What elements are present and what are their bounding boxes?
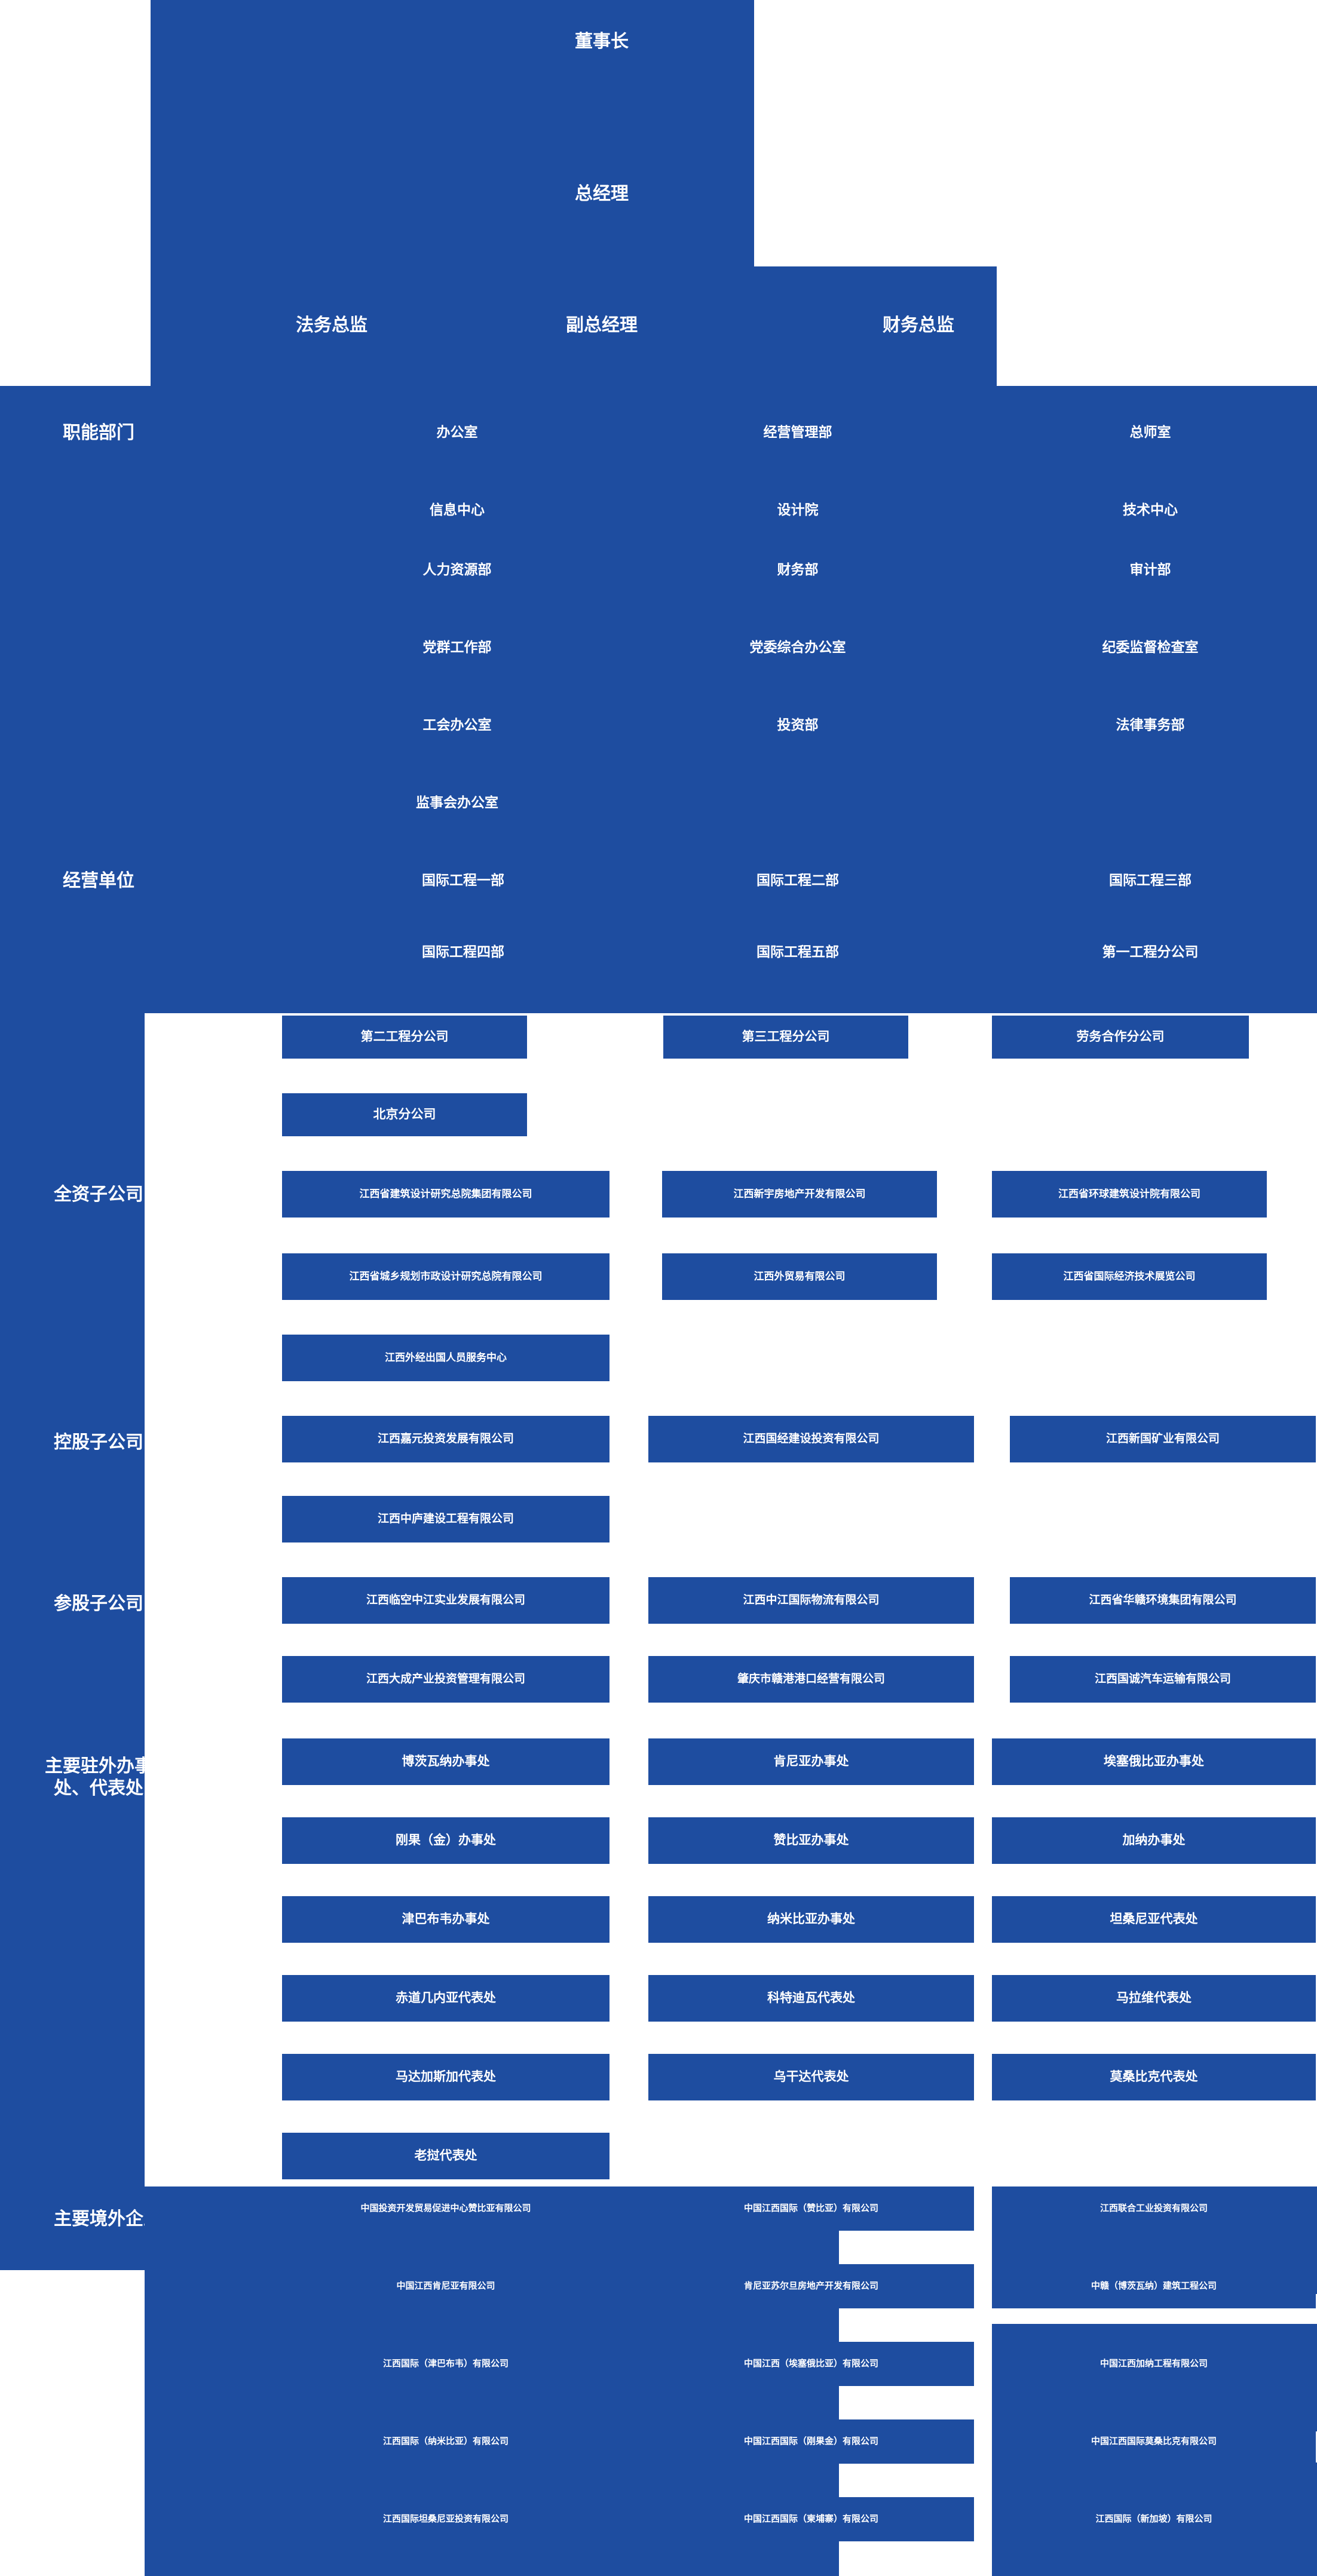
section-label-functional-departments: 职能部门 [63,423,134,443]
overseas-singapore-ltd[interactable]: 江西国际（新加坡）有限公司 [992,2497,1316,2541]
overseas-kenya-ltd[interactable]: 中国江西肯尼亚有限公司 [282,2264,610,2308]
unit-third-eng-branch[interactable]: 第三工程分公司 [663,1016,908,1059]
overseas-namibia-ltd[interactable]: 江西国际（纳米比亚）有限公司 [282,2419,610,2464]
dept-union-office[interactable]: 工会办公室 [422,716,492,732]
overseas-ethiopia-ltd[interactable]: 中国江西（埃塞俄比亚）有限公司 [648,2342,974,2386]
holding-zhonglu-construction[interactable]: 江西中庐建设工程有限公司 [282,1496,610,1542]
exec-deputy-general-manager[interactable]: 副总经理 [566,315,638,336]
office-madagascar[interactable]: 马达加斯加代表处 [282,2054,610,2100]
wholly-owned-global-architecture[interactable]: 江西省环球建筑设计院有限公司 [992,1171,1267,1218]
wholly-owned-urban-planning-institute[interactable]: 江西省城乡规划市政设计研究总院有限公司 [282,1253,610,1300]
overseas-tanzania-investment[interactable]: 江西国际坦桑尼亚投资有限公司 [282,2497,610,2541]
bg-left-rail [0,1013,145,2268]
overseas-cambodia-ltd[interactable]: 中国江西国际（柬埔寨）有限公司 [648,2497,974,2541]
overseas-congo-kinshasa-ltd[interactable]: 中国江西国际（刚果金）有限公司 [648,2419,974,2464]
section-label-overseas-offices: 主要驻外办事处、代表处 [45,1756,152,1799]
dept-hr[interactable]: 人力资源部 [422,561,492,577]
equity-zhongjiang-intl-logistics[interactable]: 江西中江国际物流有限公司 [648,1577,974,1624]
dept-operations-mgmt[interactable]: 经营管理部 [763,424,832,440]
unit-beijing-branch[interactable]: 北京分公司 [282,1093,527,1136]
overseas-zambia-trade-center[interactable]: 中国投资开发贸易促进中心赞比亚有限公司 [282,2186,610,2231]
wholly-owned-xinyu-realestate[interactable]: 江西新宇房地产开发有限公司 [662,1171,937,1218]
holding-jiayuan-investment[interactable]: 江西嘉元投资发展有限公司 [282,1416,610,1462]
office-tanzania[interactable]: 坦桑尼亚代表处 [992,1896,1316,1943]
overseas-mozambique-ltd[interactable]: 中国江西国际莫桑比克有限公司 [992,2419,1316,2464]
office-ghana[interactable]: 加纳办事处 [992,1817,1316,1864]
office-laos[interactable]: 老挝代表处 [282,2133,610,2179]
unit-intl-eng-5[interactable]: 国际工程五部 [756,943,839,959]
exec-chairman[interactable]: 董事长 [575,32,629,52]
office-mozambique[interactable]: 莫桑比克代表处 [992,2054,1316,2100]
equity-zhaoqing-gangang-port[interactable]: 肇庆市赣港港口经营有限公司 [648,1656,974,1703]
wholly-owned-design-institute-group[interactable]: 江西省建筑设计研究总院集团有限公司 [282,1171,610,1218]
dept-party-work[interactable]: 党群工作部 [422,639,492,655]
holding-guojing-construction-investment[interactable]: 江西国经建设投资有限公司 [648,1416,974,1462]
bg-exec-band [151,266,997,386]
office-equatorial-guinea[interactable]: 赤道几内亚代表处 [282,1975,610,2022]
office-kenya[interactable]: 肯尼亚办事处 [648,1738,974,1785]
dept-chief-engineer-office[interactable]: 总师室 [1129,424,1171,440]
dept-office[interactable]: 办公室 [436,424,478,440]
exec-legal-director[interactable]: 法务总监 [296,315,367,336]
unit-second-eng-branch[interactable]: 第二工程分公司 [282,1016,527,1059]
office-uganda[interactable]: 乌干达代表处 [648,2054,974,2100]
section-label-wholly-owned: 全资子公司 [54,1185,143,1205]
dept-design-institute[interactable]: 设计院 [777,501,819,517]
overseas-zhonggan-botswana[interactable]: 中赣（博茨瓦纳）建筑工程公司 [992,2264,1316,2308]
dept-discipline-inspection[interactable]: 纪委监督检查室 [1102,639,1199,655]
office-zimbabwe[interactable]: 津巴布韦办事处 [282,1896,610,1943]
equity-dacheng-industry-investment[interactable]: 江西大成产业投资管理有限公司 [282,1656,610,1703]
wholly-owned-intl-econ-exhibition[interactable]: 江西省国际经济技术展览公司 [992,1253,1267,1300]
dept-investment[interactable]: 投资部 [777,716,819,732]
unit-intl-eng-4[interactable]: 国际工程四部 [422,943,504,959]
office-congo-kinshasa[interactable]: 刚果（金）办事处 [282,1817,610,1864]
overseas-ghana-engineering[interactable]: 中国江西加纳工程有限公司 [992,2342,1316,2386]
bg-top-stem [151,0,754,266]
exec-general-manager[interactable]: 总经理 [575,184,629,204]
overseas-zimbabwe-ltd[interactable]: 江西国际（津巴布韦）有限公司 [282,2342,610,2386]
office-malawi[interactable]: 马拉维代表处 [992,1975,1316,2022]
dept-legal-affairs[interactable]: 法律事务部 [1116,716,1185,732]
dept-supervisory-office[interactable]: 监事会办公室 [416,794,498,810]
section-label-overseas-enterprises: 主要境外企业 [54,2209,161,2230]
section-label-business-units: 经营单位 [63,871,134,891]
unit-labor-coop-branch[interactable]: 劳务合作分公司 [992,1016,1249,1059]
overseas-jx-intl-zambia[interactable]: 中国江西国际（赞比亚）有限公司 [648,2186,974,2231]
office-botswana[interactable]: 博茨瓦纳办事处 [282,1738,610,1785]
dept-party-committee-office[interactable]: 党委综合办公室 [749,639,846,655]
unit-intl-eng-3[interactable]: 国际工程三部 [1109,872,1192,888]
holding-xinguo-mining[interactable]: 江西新国矿业有限公司 [1010,1416,1316,1462]
office-cote-divoire[interactable]: 科特迪瓦代表处 [648,1975,974,2022]
office-ethiopia[interactable]: 埃塞俄比亚办事处 [992,1738,1316,1785]
dept-finance[interactable]: 财务部 [777,561,819,577]
office-zambia[interactable]: 赞比亚办事处 [648,1817,974,1864]
equity-huagan-environment-group[interactable]: 江西省华赣环境集团有限公司 [1010,1577,1316,1624]
office-namibia[interactable]: 纳米比亚办事处 [648,1896,974,1943]
equity-linkong-zhongjiang[interactable]: 江西临空中江实业发展有限公司 [282,1577,610,1624]
dept-info-center[interactable]: 信息中心 [430,501,485,517]
wholly-owned-overseas-personnel-center[interactable]: 江西外经出国人员服务中心 [282,1335,610,1381]
dept-audit[interactable]: 审计部 [1129,561,1171,577]
overseas-united-industrial-investment[interactable]: 江西联合工业投资有限公司 [992,2186,1316,2231]
equity-guocheng-auto-transport[interactable]: 江西国诚汽车运输有限公司 [1010,1656,1316,1703]
dept-tech-center[interactable]: 技术中心 [1123,501,1178,517]
exec-finance-director[interactable]: 财务总监 [883,315,954,336]
unit-first-eng-branch[interactable]: 第一工程分公司 [1102,943,1199,959]
unit-intl-eng-1[interactable]: 国际工程一部 [422,872,504,888]
wholly-owned-foreign-trade[interactable]: 江西外贸易有限公司 [662,1253,937,1300]
section-label-holding-subsidiaries: 控股子公司 [54,1433,143,1453]
unit-intl-eng-2[interactable]: 国际工程二部 [756,872,839,888]
bg-main-band [0,386,1317,1013]
overseas-kenya-sultan-realestate[interactable]: 肯尼亚苏尔旦房地产开发有限公司 [648,2264,974,2308]
section-label-equity-subsidiaries: 参股子公司 [54,1594,143,1614]
